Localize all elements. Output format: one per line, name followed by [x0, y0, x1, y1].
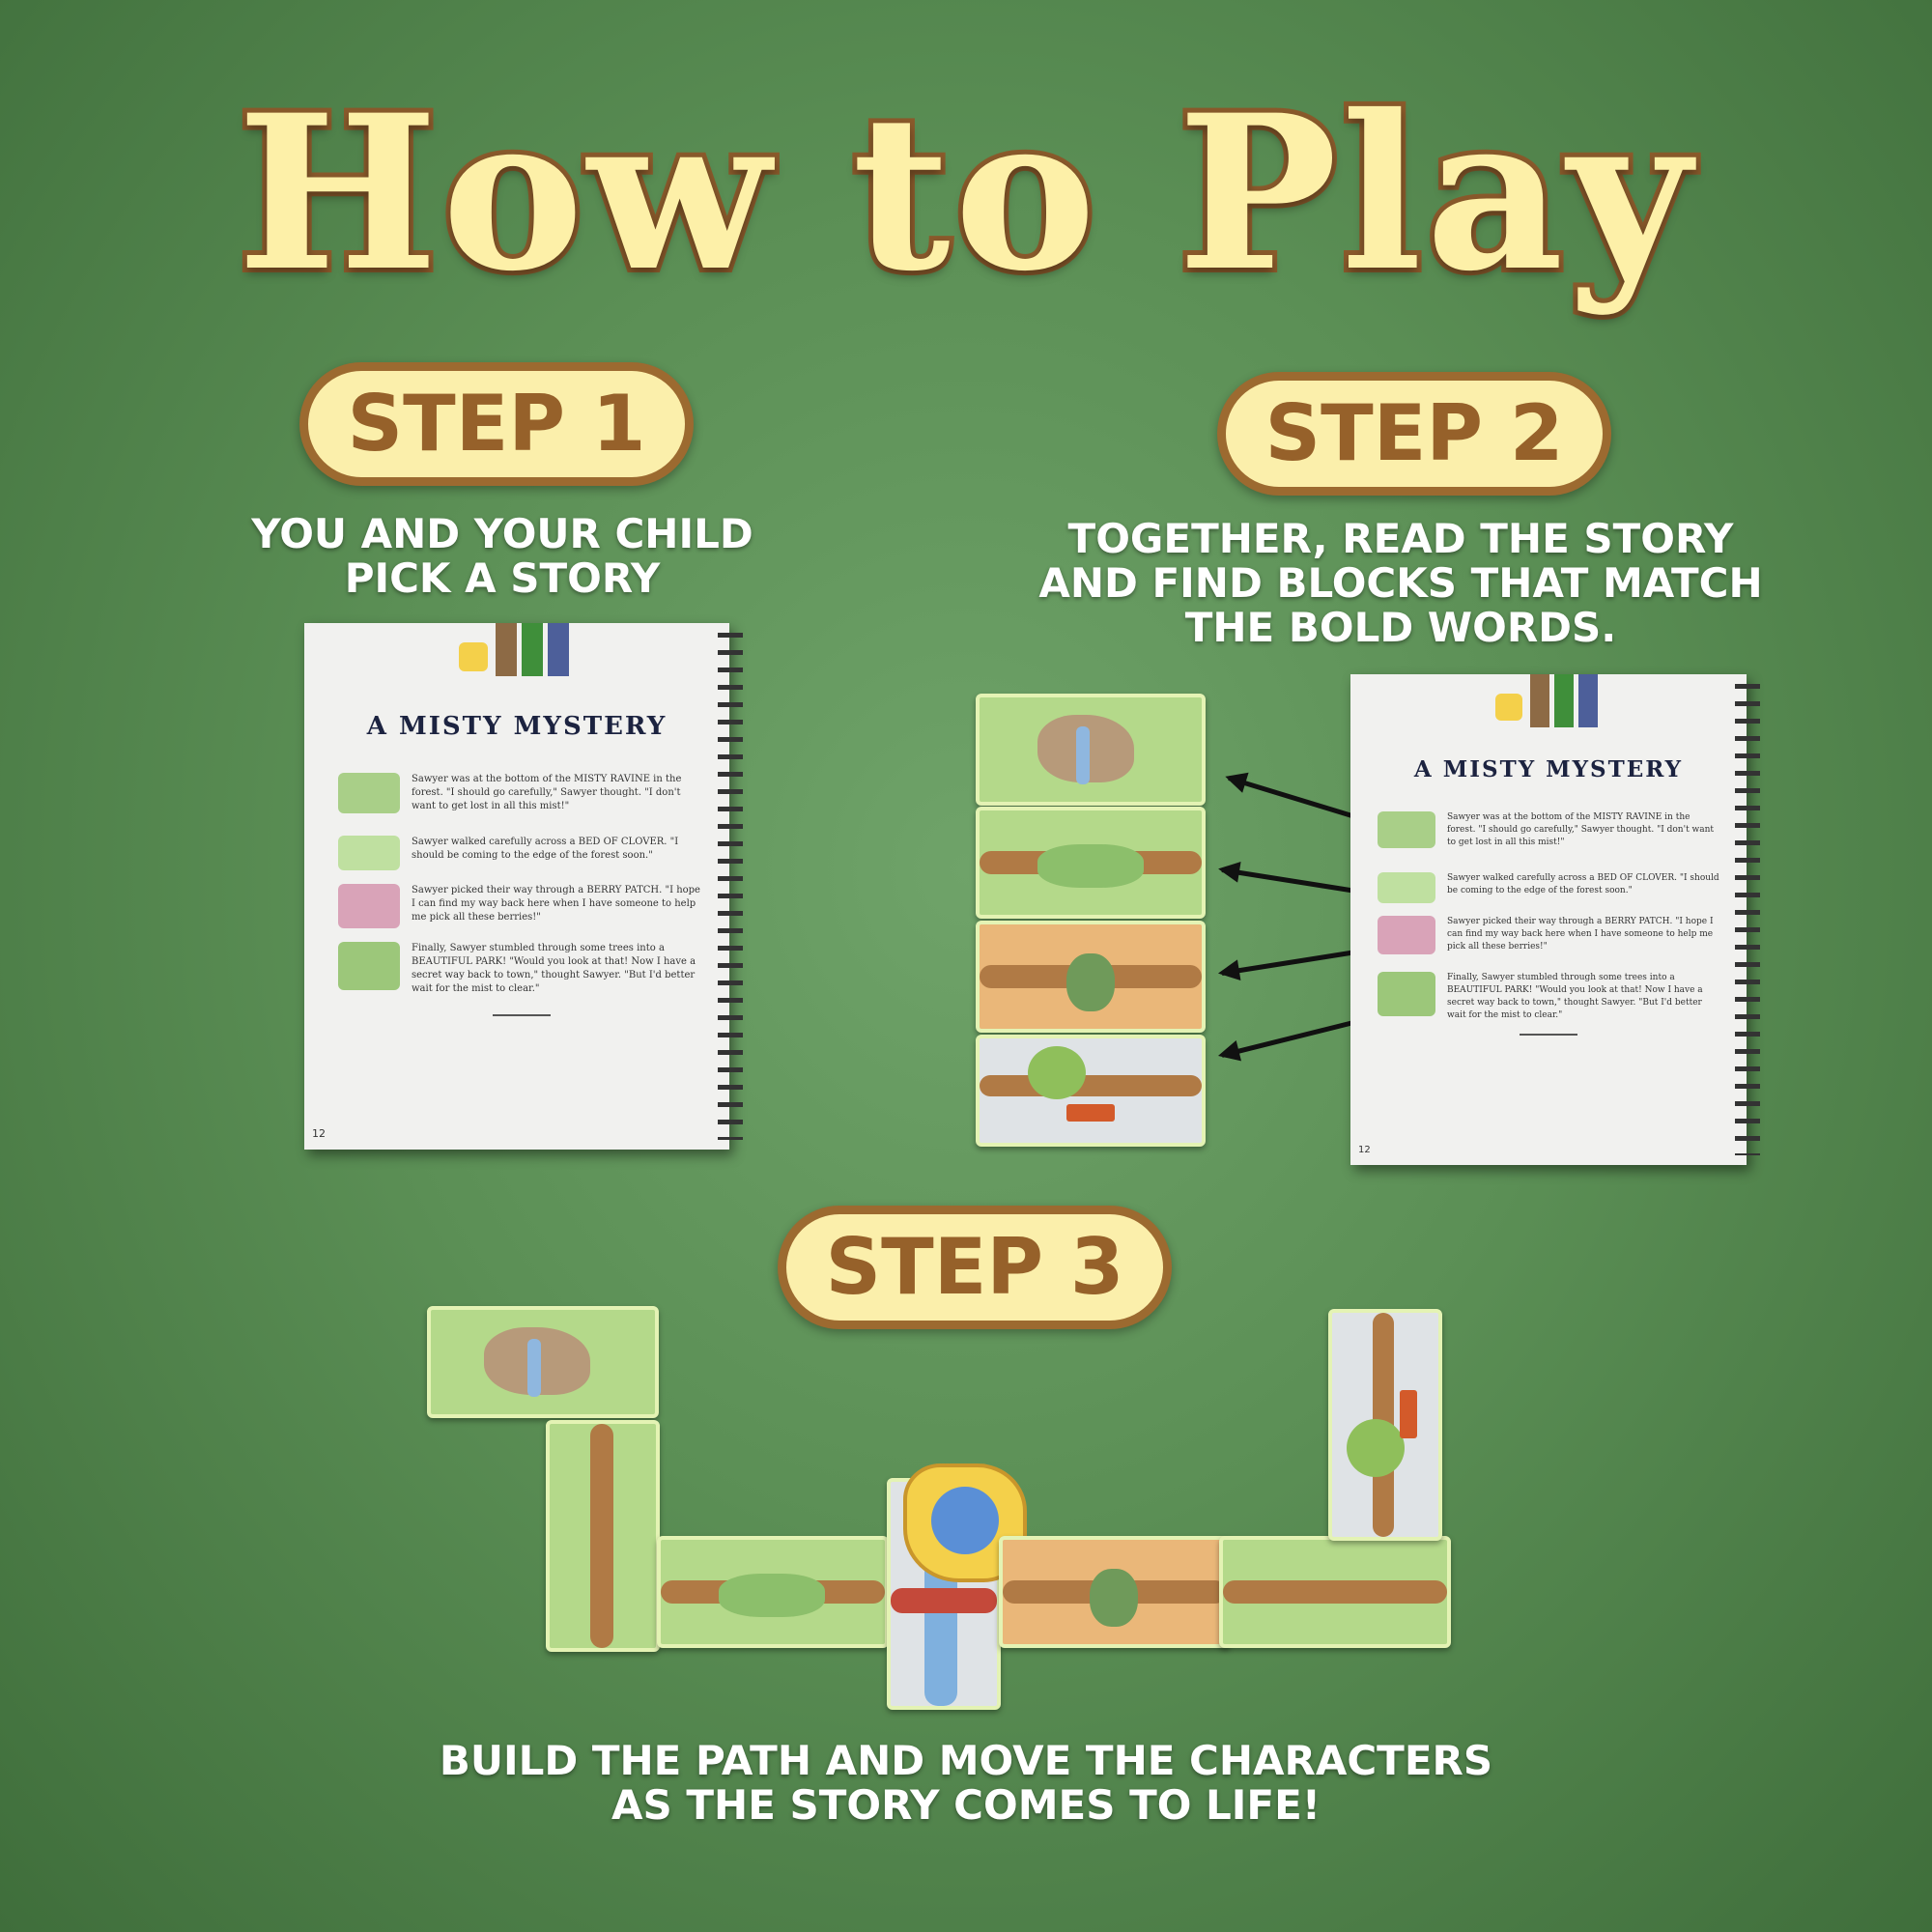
step2-badge: STEP 2	[1217, 372, 1611, 496]
divider	[493, 1014, 551, 1016]
step2-label: STEP 2	[1264, 388, 1564, 478]
page-title: How to Play	[233, 63, 1696, 323]
clover-thumb	[1378, 872, 1435, 903]
ribbon-green-icon	[522, 623, 543, 676]
divider	[1520, 1034, 1577, 1036]
step1-caption-line1: YOU AND YOUR CHILD	[251, 510, 753, 557]
bird-token-icon	[459, 642, 488, 671]
story-paragraph-3: Sawyer picked their way through a BERRY …	[338, 884, 700, 928]
bench-icon	[1066, 1104, 1115, 1122]
step1-label: STEP 1	[347, 379, 646, 469]
step3-caption: BUILD THE PATH AND MOVE THE CHARACTERS A…	[290, 1739, 1642, 1828]
story-title: A MISTY MYSTERY	[1413, 756, 1684, 782]
step2-caption-line2: AND FIND BLOCKS THAT MATCH	[1038, 559, 1763, 607]
paragraph-text: Sawyer was at the bottom of the MISTY RA…	[412, 774, 682, 811]
step2-caption: TOGETHER, READ THE STORY AND FIND BLOCKS…	[1014, 517, 1787, 650]
bird-token-icon	[1495, 694, 1522, 721]
berry-thumb	[338, 884, 400, 928]
ribbon-brown-icon	[1530, 674, 1549, 727]
story-paragraph-3: Sawyer picked their way through a BERRY …	[1378, 916, 1720, 954]
path-vertical-tile	[546, 1420, 660, 1652]
clover-icon	[719, 1574, 825, 1617]
clover-thumb	[338, 836, 400, 870]
story-paragraph-2: Sawyer walked carefully across a BED OF …	[1378, 872, 1720, 903]
ribbon-green-icon	[1554, 674, 1574, 727]
berry-thumb	[1378, 916, 1435, 954]
story-paragraph-1: Sawyer was at the bottom of the MISTY RA…	[338, 773, 700, 813]
paragraph-text: Finally, Sawyer stumbled through some tr…	[412, 943, 696, 994]
berry-tile	[976, 921, 1206, 1033]
story-paragraph-1: Sawyer was at the bottom of the MISTY RA…	[1378, 811, 1720, 849]
storybook-step1: A MISTY MYSTERY Sawyer was at the bottom…	[304, 623, 743, 1150]
page-number: 12	[1358, 1145, 1371, 1155]
berry-bush-icon	[1066, 953, 1115, 1011]
path-berry-tile	[999, 1536, 1231, 1648]
path-icon	[1223, 1580, 1447, 1604]
ravine-tile	[976, 694, 1206, 806]
tree-icon	[1347, 1419, 1405, 1477]
stream-icon	[527, 1339, 541, 1397]
story-paragraph-4: Finally, Sawyer stumbled through some tr…	[338, 942, 700, 996]
paragraph-text: Sawyer was at the bottom of the MISTY RA…	[1447, 812, 1715, 847]
ribbon-blue-icon	[1578, 674, 1598, 727]
park-thumb	[1378, 972, 1435, 1016]
step1-caption-line2: PICK A STORY	[344, 554, 661, 602]
path-ravine-tile	[427, 1306, 659, 1418]
park-tile	[976, 1035, 1206, 1147]
story-paragraph-2: Sawyer walked carefully across a BED OF …	[338, 836, 700, 870]
path-icon	[590, 1424, 613, 1648]
ravine-thumb	[338, 773, 400, 813]
path-junction-tile	[1219, 1536, 1451, 1648]
stream-icon	[1076, 726, 1090, 784]
paragraph-text: Finally, Sawyer stumbled through some tr…	[1447, 973, 1703, 1020]
step3-badge: STEP 3	[778, 1206, 1172, 1329]
paragraph-text: Sawyer walked carefully across a BED OF …	[1447, 873, 1719, 895]
paragraph-text: Sawyer walked carefully across a BED OF …	[412, 837, 679, 861]
paragraph-text: Sawyer picked their way through a BERRY …	[412, 885, 700, 923]
tree-icon	[1028, 1046, 1086, 1099]
berry-bush-icon	[1090, 1569, 1138, 1627]
step1-caption: YOU AND YOUR CHILD PICK A STORY	[193, 512, 811, 601]
story-paragraph-4: Finally, Sawyer stumbled through some tr…	[1378, 972, 1720, 1022]
spiral-binding	[718, 633, 743, 1140]
spiral-binding	[1735, 684, 1760, 1155]
park-thumb	[338, 942, 400, 990]
step3-label: STEP 3	[825, 1222, 1124, 1312]
step3-caption-line1: BUILD THE PATH AND MOVE THE CHARACTERS	[439, 1737, 1493, 1784]
bird-character-icon	[931, 1487, 999, 1554]
path-clover-tile	[657, 1536, 889, 1648]
paragraph-text: Sawyer picked their way through a BERRY …	[1447, 917, 1714, 952]
path-park-tile	[1328, 1309, 1442, 1541]
step2-caption-line1: TOGETHER, READ THE STORY	[1067, 515, 1734, 562]
bridge-icon	[891, 1588, 997, 1613]
clover-icon	[1037, 844, 1144, 888]
ribbon-blue-icon	[548, 623, 569, 676]
ravine-thumb	[1378, 811, 1435, 848]
step2-caption-line3: THE BOLD WORDS.	[1184, 604, 1617, 651]
step3-caption-line2: AS THE STORY COMES TO LIFE!	[611, 1781, 1321, 1829]
story-title: A MISTY MYSTERY	[366, 712, 668, 741]
clover-tile	[976, 807, 1206, 919]
ribbon-brown-icon	[496, 623, 517, 676]
page-number: 12	[312, 1127, 326, 1140]
step1-badge: STEP 1	[299, 362, 694, 486]
storybook-step2: A MISTY MYSTERY Sawyer was at the bottom…	[1350, 674, 1760, 1165]
path-icon	[980, 1075, 1202, 1096]
bench-icon	[1400, 1390, 1417, 1438]
